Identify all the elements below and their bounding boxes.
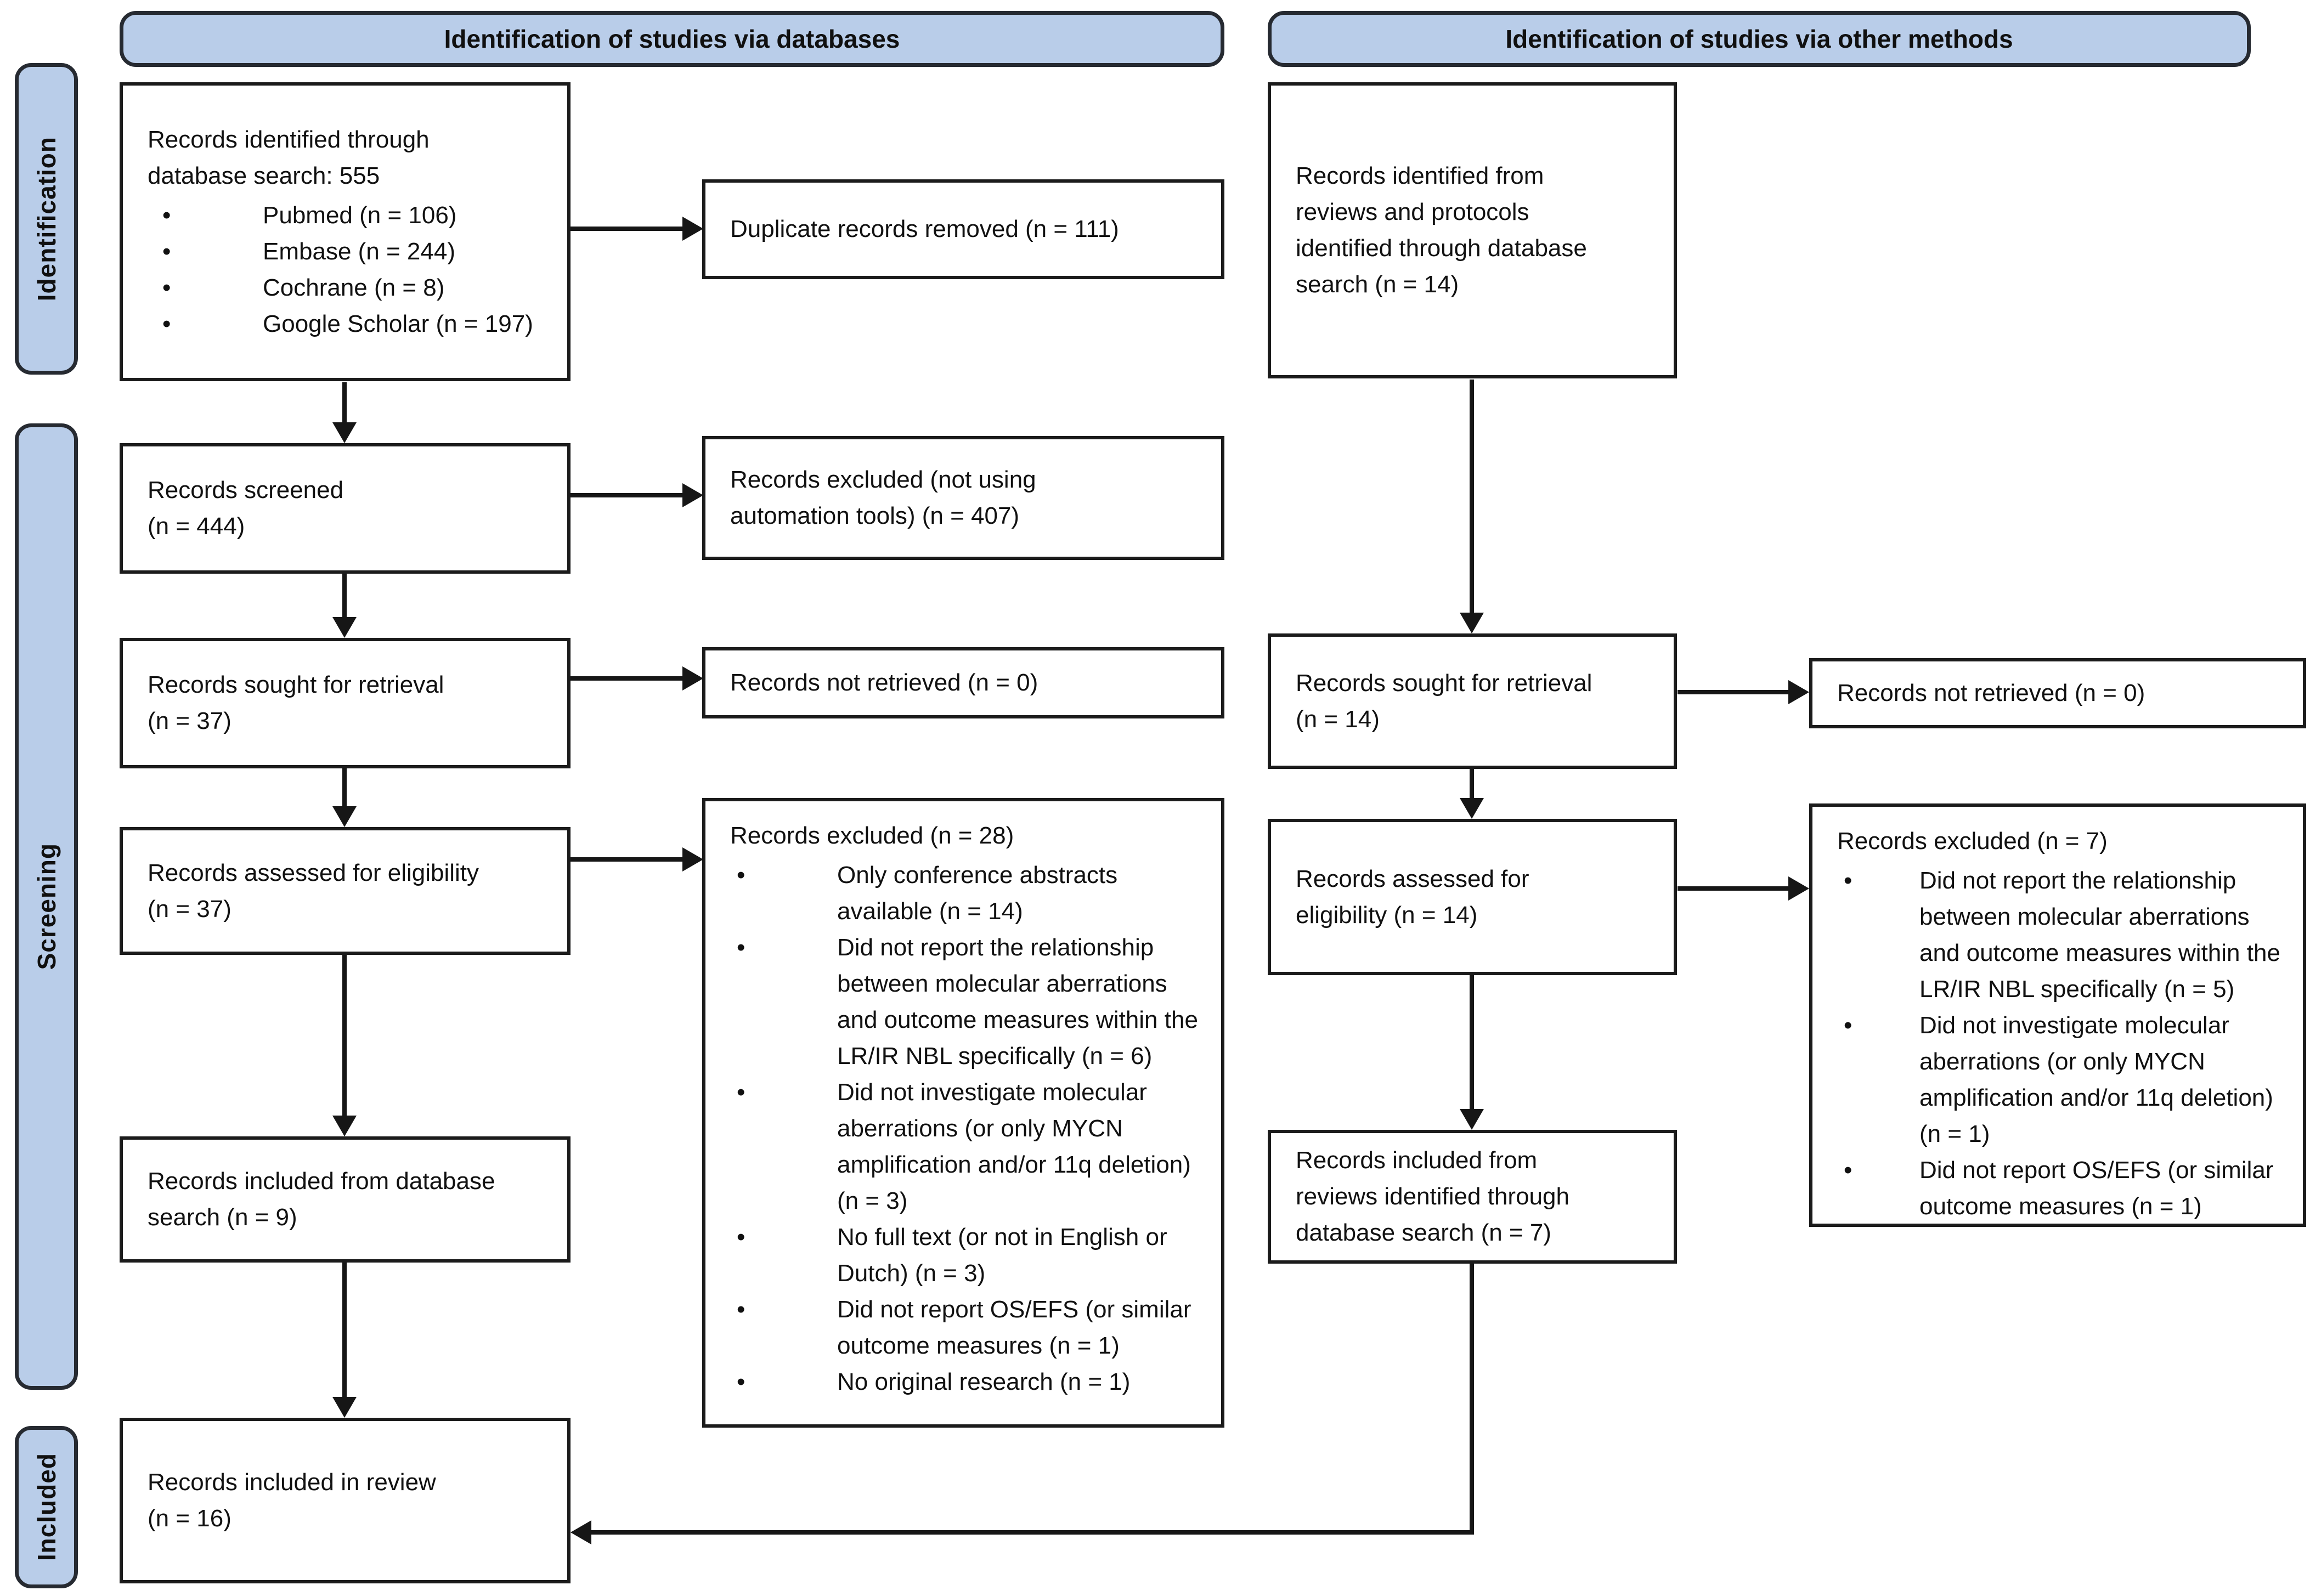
stage-included-label: Included: [32, 1453, 61, 1561]
arrowhead-identified-to-screened: [332, 422, 357, 443]
records-screened-text: Records screened (n = 444): [148, 477, 344, 540]
records-not-retrieved-other-text: Records not retrieved (n = 0): [1837, 680, 2145, 706]
list-item: Did not report OS/EFS (or similar outcom…: [730, 1292, 1207, 1364]
arrowhead-screened-to-sought: [332, 617, 357, 638]
records-excluded-screening-text: Records excluded (not using automation t…: [730, 466, 1036, 529]
connector-assessed-other-to-included: [1470, 975, 1474, 1110]
header-other-methods-label: Identification of studies via other meth…: [1505, 25, 2013, 53]
records-not-retrieved-db-text: Records not retrieved (n = 0): [730, 669, 1038, 696]
box-records-excluded-eligibility-other: Records excluded (n = 7) Did not report …: [1809, 803, 2306, 1227]
list-item: Pubmed (n = 106): [156, 197, 554, 234]
records-identified-other-text: Records identified from reviews and prot…: [1296, 162, 1587, 298]
connector-assessed-to-included-db: [342, 955, 347, 1117]
arrowhead-assessed-to-excluded: [682, 847, 703, 871]
records-excluded-other-title: Records excluded (n = 7): [1837, 828, 2108, 854]
records-assessed-db-text: Records assessed for eligibility (n = 37…: [148, 859, 479, 922]
box-records-included-reviews: Records included from reviews identified…: [1268, 1130, 1677, 1264]
stage-identification-label: Identification: [32, 136, 61, 302]
arrowhead-included-db-to-review: [332, 1397, 357, 1418]
box-records-screened: Records screened (n = 444): [120, 443, 571, 574]
connector-included-db-to-review: [342, 1263, 347, 1398]
list-item: Did not report OS/EFS (or similar outcom…: [1837, 1152, 2289, 1225]
arrowhead-included-reviews-to-review: [571, 1520, 591, 1544]
box-records-assessed-db: Records assessed for eligibility (n = 37…: [120, 827, 571, 955]
box-records-excluded-eligibility-db: Records excluded (n = 28) Only conferenc…: [702, 798, 1224, 1428]
list-item: Embase (n = 244): [156, 234, 554, 270]
records-excluded-db-title: Records excluded (n = 28): [730, 822, 1014, 849]
list-item: Did not investigate molecular aberration…: [730, 1074, 1207, 1219]
box-records-identified-other: Records identified from reviews and prot…: [1268, 82, 1677, 378]
list-item: Did not report the relationship between …: [1837, 863, 2289, 1008]
connector-assessed-to-excluded: [571, 857, 685, 862]
connector-assessed-other-to-excluded: [1678, 886, 1789, 891]
box-records-not-retrieved-other: Records not retrieved (n = 0): [1809, 658, 2306, 728]
arrowhead-sought-other-to-assessed: [1460, 798, 1484, 819]
box-records-included-review: Records included in review (n = 16): [120, 1418, 571, 1583]
arrowhead-identified-to-duplicates: [682, 217, 703, 241]
stage-band-screening: Screening: [15, 423, 78, 1390]
connector-screened-to-excluded: [571, 493, 685, 497]
connector-identified-to-duplicates: [571, 227, 685, 231]
list-item: Only conference abstracts available (n =…: [730, 857, 1207, 930]
box-records-sought-db: Records sought for retrieval (n = 37): [120, 638, 571, 768]
connector-sought-to-not-retrieved: [571, 676, 685, 681]
header-databases: Identification of studies via databases: [120, 11, 1224, 67]
connector-sought-other-to-not-retrieved: [1678, 690, 1789, 694]
exclusion-reason-list-other: Did not report the relationship between …: [1837, 863, 2289, 1225]
arrowhead-sought-to-assessed: [332, 806, 357, 827]
stage-band-identification: Identification: [15, 63, 78, 375]
box-records-assessed-other: Records assessed for eligibility (n = 14…: [1268, 819, 1677, 975]
list-item: No original research (n = 1): [730, 1364, 1207, 1400]
stage-band-included: Included: [15, 1426, 78, 1588]
header-other-methods: Identification of studies via other meth…: [1268, 11, 2251, 67]
list-item: Did not report the relationship between …: [730, 930, 1207, 1074]
list-item: Did not investigate molecular aberration…: [1837, 1008, 2289, 1152]
list-item: Google Scholar (n = 197): [156, 306, 554, 342]
connector-identified-to-screened: [342, 382, 347, 423]
database-source-list: Pubmed (n = 106)Embase (n = 244)Cochrane…: [156, 197, 554, 342]
records-sought-other-text: Records sought for retrieval (n = 14): [1296, 669, 1592, 733]
connector-sought-other-to-assessed: [1470, 769, 1474, 799]
box-duplicates-removed: Duplicate records removed (n = 111): [702, 179, 1224, 279]
arrowhead-sought-other-to-not-retrieved: [1788, 680, 1809, 704]
box-records-not-retrieved-db: Records not retrieved (n = 0): [702, 647, 1224, 718]
duplicates-removed-text: Duplicate records removed (n = 111): [730, 216, 1119, 242]
connector-identified-other-to-sought: [1470, 380, 1474, 614]
arrowhead-identified-other-to-sought: [1460, 613, 1484, 633]
box-records-included-db-search: Records included from database search (n…: [120, 1136, 571, 1263]
connector-screened-to-sought: [342, 574, 347, 618]
header-databases-label: Identification of studies via databases: [444, 25, 900, 53]
records-included-db-search-text: Records included from database search (n…: [148, 1168, 495, 1231]
arrowhead-screened-to-excluded: [682, 483, 703, 507]
box-records-sought-other: Records sought for retrieval (n = 14): [1268, 633, 1677, 769]
exclusion-reason-list-db: Only conference abstracts available (n =…: [730, 857, 1207, 1400]
records-sought-db-text: Records sought for retrieval (n = 37): [148, 671, 444, 734]
arrowhead-assessed-other-to-included: [1460, 1109, 1484, 1130]
arrowhead-assessed-other-to-excluded: [1788, 876, 1809, 901]
records-assessed-other-text: Records assessed for eligibility (n = 14…: [1296, 865, 1529, 929]
connector-included-reviews-to-review: [590, 1530, 1474, 1535]
arrowhead-assessed-to-included-db: [332, 1116, 357, 1136]
arrowhead-sought-to-not-retrieved: [682, 666, 703, 691]
box-records-identified-databases: Records identified through database sear…: [120, 82, 571, 381]
stage-screening-label: Screening: [32, 843, 61, 970]
connector-sought-to-assessed: [342, 768, 347, 807]
connector-included-reviews-down: [1470, 1264, 1474, 1535]
records-identified-title: Records identified through database sear…: [148, 126, 430, 189]
records-included-reviews-text: Records included from reviews identified…: [1296, 1147, 1569, 1246]
box-records-excluded-screening: Records excluded (not using automation t…: [702, 436, 1224, 560]
records-included-review-text: Records included in review (n = 16): [148, 1469, 436, 1532]
list-item: Cochrane (n = 8): [156, 270, 554, 306]
list-item: No full text (or not in English or Dutch…: [730, 1219, 1207, 1292]
